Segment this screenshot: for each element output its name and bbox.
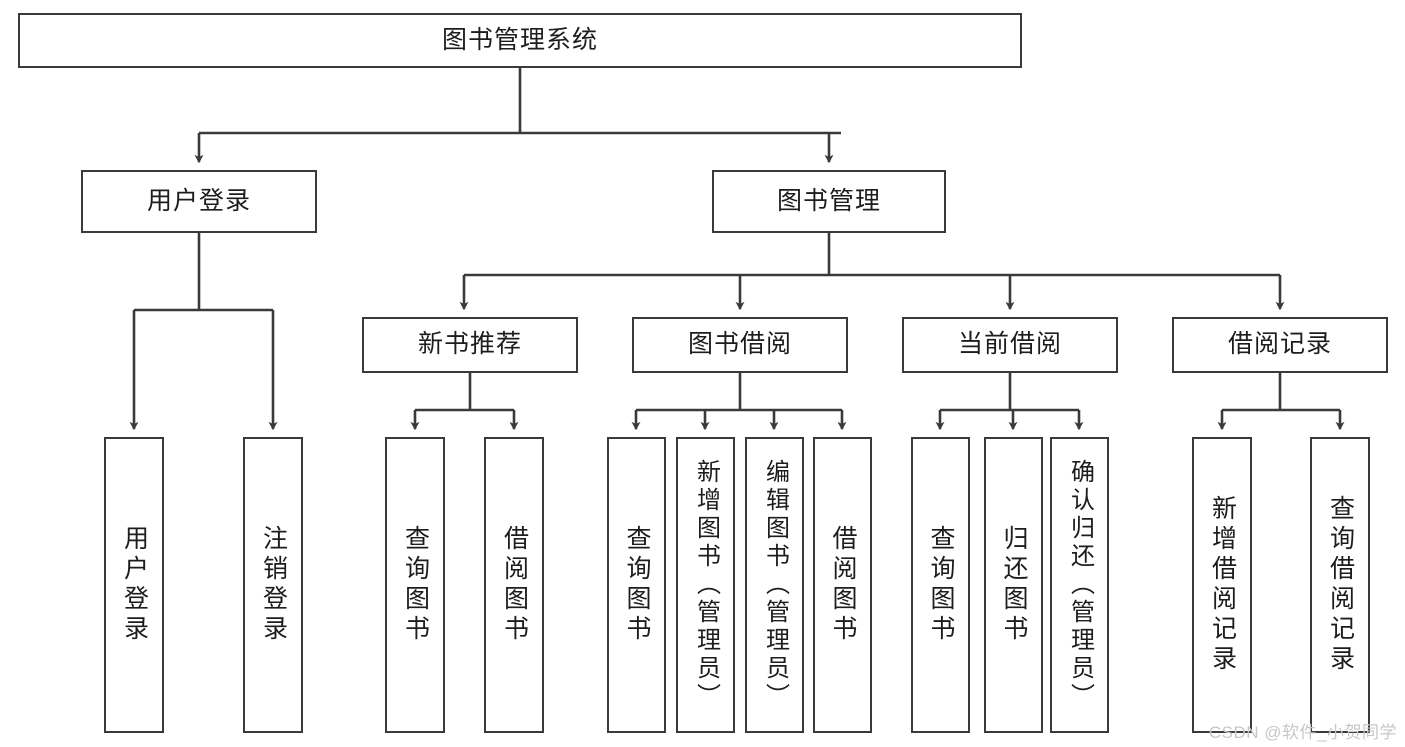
node-leaf-edit-book-label: 编辑图书（管理员）: [761, 459, 789, 711]
node-book-manage[interactable]: 图书管理: [712, 170, 946, 233]
node-leaf-add-record[interactable]: 新增借阅记录: [1192, 437, 1252, 733]
node-leaf-borrow-book-1-label: 借阅图书: [500, 525, 529, 645]
node-user-login[interactable]: 用户登录: [81, 170, 317, 233]
node-new-book-recommend[interactable]: 新书推荐: [362, 317, 578, 373]
node-borrow-record[interactable]: 借阅记录: [1172, 317, 1388, 373]
node-user-login-label: 用户登录: [146, 186, 251, 215]
node-leaf-query-record-label: 查询借阅记录: [1326, 495, 1355, 675]
node-leaf-query-book-2-label: 查询图书: [623, 525, 651, 645]
node-leaf-add-book-label: 新增图书（管理员）: [692, 459, 720, 711]
node-leaf-add-record-label: 新增借阅记录: [1208, 495, 1237, 675]
node-book-borrow[interactable]: 图书借阅: [632, 317, 848, 373]
node-leaf-return-book-label: 归还图书: [1000, 525, 1028, 645]
node-leaf-confirm-return[interactable]: 确认归还（管理员）: [1050, 437, 1109, 733]
node-book-borrow-label: 图书借阅: [687, 330, 792, 359]
node-leaf-logout-label: 注销登录: [259, 525, 288, 645]
node-leaf-query-book-2[interactable]: 查询图书: [607, 437, 666, 733]
watermark: CSDN @软件_小贺同学: [1208, 723, 1397, 742]
node-leaf-borrow-book-1[interactable]: 借阅图书: [484, 437, 544, 733]
node-leaf-edit-book[interactable]: 编辑图书（管理员）: [745, 437, 804, 733]
node-leaf-logout[interactable]: 注销登录: [243, 437, 303, 733]
node-leaf-add-book[interactable]: 新增图书（管理员）: [676, 437, 735, 733]
node-leaf-borrow-book-2[interactable]: 借阅图书: [813, 437, 872, 733]
node-leaf-query-book-3[interactable]: 查询图书: [911, 437, 970, 733]
node-leaf-borrow-book-2-label: 借阅图书: [829, 525, 857, 645]
node-leaf-confirm-return-label: 确认归还（管理员）: [1066, 459, 1094, 711]
node-leaf-query-book-1-label: 查询图书: [401, 525, 430, 645]
node-root[interactable]: 图书管理系统: [18, 13, 1022, 68]
node-leaf-query-book-3-label: 查询图书: [927, 525, 955, 645]
node-leaf-query-book-1[interactable]: 查询图书: [385, 437, 445, 733]
node-leaf-user-login-label: 用户登录: [120, 525, 149, 645]
node-leaf-query-record[interactable]: 查询借阅记录: [1310, 437, 1370, 733]
node-root-label: 图书管理系统: [441, 25, 598, 54]
node-leaf-user-login[interactable]: 用户登录: [104, 437, 164, 733]
node-borrow-record-label: 借阅记录: [1227, 330, 1332, 359]
node-new-book-recommend-label: 新书推荐: [417, 330, 522, 359]
node-leaf-return-book[interactable]: 归还图书: [984, 437, 1043, 733]
node-book-manage-label: 图书管理: [776, 186, 881, 215]
node-current-borrow-label: 当前借阅: [957, 330, 1062, 359]
node-current-borrow[interactable]: 当前借阅: [902, 317, 1118, 373]
